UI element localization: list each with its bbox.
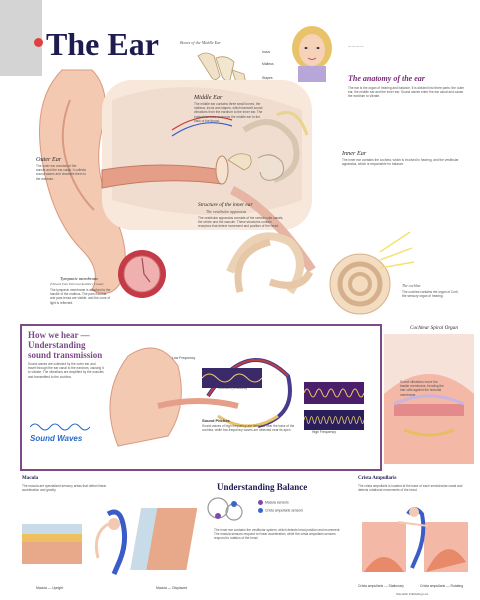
macula-illustration [22, 508, 198, 575]
inner-ear-body: The inner ear contains the cochlea, whic… [342, 158, 459, 167]
macula-displaced-caption: Macula — Displaced [156, 586, 188, 590]
crista-illustration [362, 507, 468, 572]
crista-body: The crista ampullaris is located at the … [358, 484, 463, 493]
macula-upright-caption: Macula — Upright [36, 586, 64, 590]
crista-stationary-caption: Crista ampullaris — Stationary [358, 584, 404, 588]
sound-wave-lines [30, 423, 90, 431]
anatomy-body: The ear is the organ of hearing and bala… [348, 86, 465, 99]
balance-title: Understanding Balance [217, 482, 308, 492]
macula-body: The macula are specialized sensory areas… [22, 484, 107, 493]
middle-ear-body: The middle ear contains three small bone… [194, 102, 263, 123]
sound-pitch-title: Sound Pitches [202, 418, 230, 423]
balance-body: The inner ear contains the vestibular sy… [214, 528, 341, 541]
how-we-hear-title: How we hear — Understanding sound transm… [28, 330, 102, 360]
middle-frequency-wave [304, 382, 364, 404]
structure-title: Structure of the inner ear [198, 202, 253, 208]
bone-label-incus: Incus [262, 50, 271, 54]
tympanic-membrane-icon [118, 250, 166, 298]
how-we-hear-body: Sound waves are collected by the outer e… [28, 362, 104, 379]
legend-crista: Crista ampullaris sensors [258, 508, 303, 513]
legend-crista-swatch [258, 508, 263, 513]
balance-legend: Macula sensors Crista ampullaris sensors [258, 500, 303, 513]
legend-macula-label: Macula sensors [265, 500, 289, 505]
page-title: The Ear [46, 26, 159, 62]
outer-ear-title: Outer Ear [36, 156, 62, 163]
ossicles-illustration [197, 52, 247, 85]
low-frequency-wave [202, 368, 262, 388]
how-we-hear-panel: How we hear — Understanding sound transm… [20, 324, 382, 471]
legend-macula: Macula sensors [258, 500, 303, 505]
anatomy-title: The anatomy of the ear [348, 74, 425, 83]
sound-waves-label: Sound Waves [30, 434, 83, 443]
legend-crista-label: Crista ampullaris sensors [265, 508, 304, 513]
outer-ear-body: The outer ear consists of the auricle an… [36, 164, 86, 181]
legend-macula-swatch [258, 500, 263, 505]
sound-pitch-body: Sound waves of high frequency are detect… [202, 424, 295, 433]
labyrinth-illustration [226, 231, 415, 315]
crista-title: Crista Ampullaris [358, 476, 397, 481]
spiral-organ-title: Cochlear Spiral Organ [410, 325, 458, 331]
middle-ear-title: Middle Ear [194, 94, 223, 101]
low-frequency-label: Low Frequency [172, 356, 196, 360]
bones-title: Bones of the Middle Ear [180, 40, 221, 45]
structure-subtitle: The vestibular apparatus [206, 209, 247, 214]
bone-label-malleus: Malleus [262, 62, 274, 66]
macula-title: Macula [22, 476, 39, 481]
logo-icon [34, 38, 43, 47]
tympanic-title: Tympanic membrane [60, 276, 99, 281]
cochlea-title: The cochlea [402, 284, 421, 288]
hearing-ear-illustration [109, 347, 292, 447]
girl-portrait [280, 18, 344, 82]
how-we-hear-title-line-2: Understanding [28, 340, 86, 350]
high-frequency-wave [304, 410, 364, 430]
portrait-note: — — — — [348, 44, 364, 48]
spiral-organ-illustration [384, 334, 474, 464]
how-we-hear-title-line-1: How we hear — [28, 330, 90, 340]
structure-body: The vestibular apparatus consists of the… [198, 216, 284, 229]
tympanic-body: The tympanic membrane is attached to the… [50, 288, 111, 305]
cochlea-body: The cochlea contains the organ of Corti,… [402, 290, 459, 299]
cochlea-uncoiled-label: Cochlea (Uncoiled) [218, 386, 247, 390]
inner-ear-title: Inner Ear [342, 150, 367, 157]
bone-label-stapes: Stapes [262, 76, 273, 80]
high-frequency-label: High Frequency [312, 430, 336, 434]
spiral-organ-body: Sound vibrations move the basilar membra… [400, 380, 444, 397]
tympanic-subtitle: (Viewed from External Auditory Canal) [50, 282, 104, 286]
how-we-hear-title-line-3: sound transmission [28, 350, 103, 360]
vestibular-diagram [207, 497, 243, 521]
crista-rotating-caption: Crista ampullaris — Rotating [420, 584, 464, 588]
footer-credit: Scientific Publishing Ltd. [396, 592, 429, 596]
ear-cross-section [39, 69, 316, 294]
